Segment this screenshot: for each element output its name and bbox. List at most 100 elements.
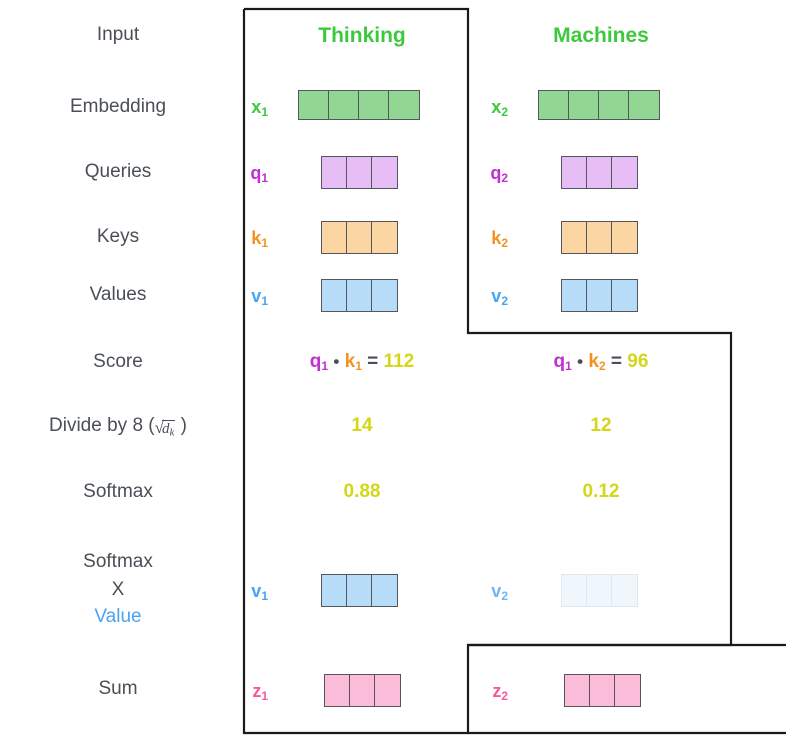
vector-x1 [298, 90, 425, 120]
vector-q1-label: q1 [228, 163, 268, 185]
score-q-sub-thinking: 1 [321, 359, 329, 373]
dot-product-icon-thinking: • [333, 352, 340, 371]
math-d-subscript: k [169, 426, 175, 439]
vector-v2-weighted-subscript: 2 [501, 589, 508, 603]
vector-v1-weighted-cell [371, 574, 398, 607]
vector-k1-cell [346, 221, 373, 254]
vector-q2-cell [586, 156, 613, 189]
vector-k1-symbol: k [251, 228, 262, 248]
divide-label-suffix: ) [180, 415, 187, 436]
vector-z2-cell [564, 674, 591, 707]
vector-z2-cell [614, 674, 641, 707]
vector-v1-weighted-subscript: 1 [261, 589, 268, 603]
softmax-value-machines: 0.12 [582, 481, 620, 502]
vector-x2-cell [568, 90, 600, 120]
vector-v2-subscript: 2 [501, 294, 508, 308]
score-formula-thinking: q1 • k1 = 112 [262, 351, 462, 373]
vector-v1-subscript: 1 [261, 294, 268, 308]
vector-k1-label: k1 [228, 228, 268, 250]
vector-v1-cell [371, 279, 398, 312]
vector-x2 [538, 90, 665, 120]
vector-k2-cell [561, 221, 588, 254]
vector-k1-cell [321, 221, 348, 254]
vector-k2-subscript: 2 [501, 236, 508, 250]
vector-q1-subscript: 1 [261, 171, 268, 185]
divide-value-machines: 12 [590, 415, 612, 436]
vector-v2-weighted [561, 574, 641, 607]
vector-x2-cell [598, 90, 631, 120]
vector-z2-cell [589, 674, 616, 707]
vector-v2-weighted-label: v2 [468, 581, 508, 603]
row-label-keys: Keys [96, 226, 140, 247]
vector-v2-label: v2 [468, 286, 508, 308]
score-k-sub-machines: 2 [598, 359, 606, 373]
vector-k1 [321, 221, 401, 254]
row-label-queries: Queries [84, 161, 152, 182]
vector-v1-weighted-cell [346, 574, 373, 607]
row-label-sum: Sum [98, 678, 138, 699]
vector-v1-cell [346, 279, 373, 312]
vector-x1-cell [388, 90, 421, 120]
score-k-token-thinking: k [344, 351, 356, 372]
row-label-values: Values [89, 284, 147, 305]
vector-z2-label: z2 [468, 681, 508, 703]
sqrt-dk-math: √dk [155, 418, 176, 439]
row-label-softmax: Softmax [83, 481, 153, 502]
vector-q1-cell [321, 156, 348, 189]
vector-v1-weighted-cell [321, 574, 348, 607]
equals-sign-machines: = [610, 351, 623, 372]
vector-v2-cell [611, 279, 638, 312]
vector-x1-subscript: 1 [261, 105, 268, 119]
row-label-input: Input [96, 24, 140, 45]
vector-q2-cell [611, 156, 638, 189]
vector-x1-symbol: x [251, 97, 262, 117]
score-q-sub-machines: 1 [565, 359, 572, 373]
vector-k1-subscript: 1 [261, 236, 268, 250]
vector-k2 [561, 221, 641, 254]
vector-v2-cell [561, 279, 588, 312]
vector-q2-symbol: q [490, 163, 502, 183]
softmax-value-thinking: 0.88 [343, 481, 381, 502]
column-title-thinking: Thinking [318, 24, 406, 47]
vector-k2-cell [586, 221, 613, 254]
score-k-sub-thinking: 1 [355, 359, 362, 373]
math-d: d [161, 421, 170, 437]
score-q-token-machines: q [553, 351, 566, 372]
vector-q2-cell [561, 156, 588, 189]
vector-q2-subscript: 2 [501, 171, 508, 185]
vector-v1-weighted-label: v1 [228, 581, 268, 603]
vector-v1-weighted [321, 574, 401, 607]
vector-v2-weighted-cell [611, 574, 638, 607]
vector-z1 [324, 674, 404, 707]
vector-v2-symbol: v [491, 286, 502, 306]
score-k-token-machines: k [588, 351, 599, 372]
vector-v1-cell [321, 279, 348, 312]
vector-x2-cell [628, 90, 661, 120]
vector-x1-label: x1 [228, 97, 268, 119]
vector-v1-weighted-symbol: v [251, 581, 262, 601]
vector-q1-cell [371, 156, 398, 189]
vector-k2-symbol: k [491, 228, 502, 248]
vector-z1-symbol: z [252, 681, 262, 701]
vector-z2-symbol: z [492, 681, 502, 701]
vector-k2-cell [611, 221, 638, 254]
vector-z1-label: z1 [228, 681, 268, 703]
score-q-token-thinking: q [309, 351, 322, 372]
radical-icon: √ [154, 418, 164, 437]
vector-z1-cell [324, 674, 351, 707]
vector-x1-cell [328, 90, 360, 120]
vector-v2-weighted-cell [561, 574, 588, 607]
score-value-machines: 96 [627, 351, 649, 372]
divide-label-text: Divide by 8 ( [49, 415, 155, 436]
vector-v2 [561, 279, 641, 312]
equals-sign-thinking: = [367, 351, 379, 372]
vector-k2-label: k2 [468, 228, 508, 250]
vector-v1 [321, 279, 401, 312]
vector-x1-cell [298, 90, 330, 120]
vector-v2-weighted-cell [586, 574, 613, 607]
row-label-embedding: Embedding [69, 96, 167, 117]
vector-z2-subscript: 2 [501, 689, 508, 703]
softmax-word: Softmax [83, 551, 153, 572]
vector-x2-cell [538, 90, 570, 120]
times-symbol: X [111, 578, 125, 600]
